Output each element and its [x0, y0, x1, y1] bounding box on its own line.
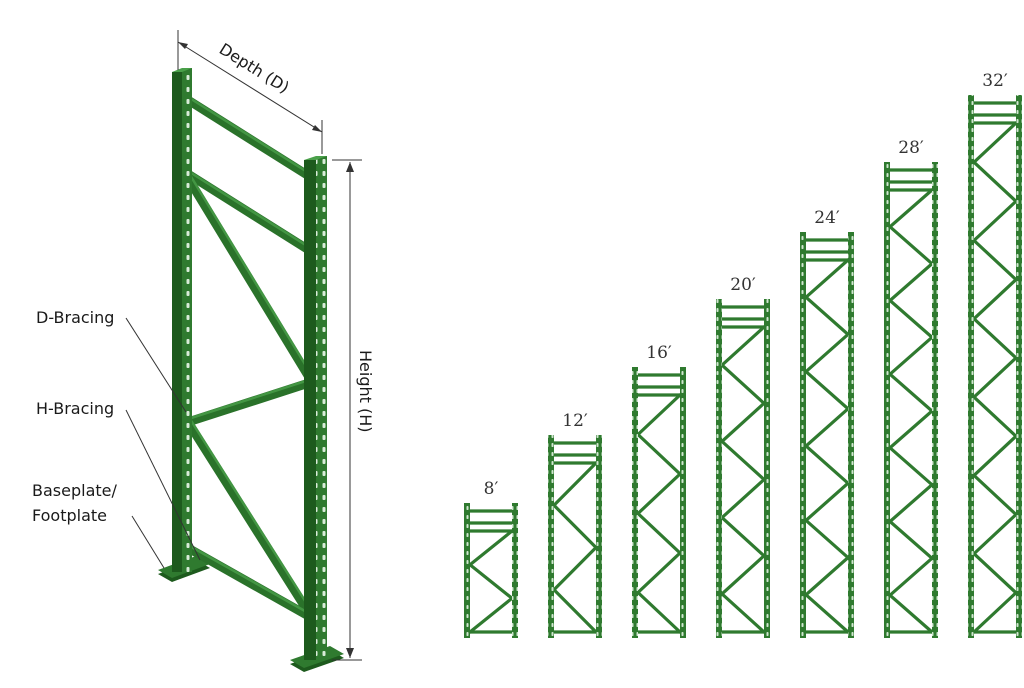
frame-0: 8′: [464, 479, 518, 638]
frame-upright-right: [512, 503, 518, 638]
frame-upright-left: [548, 435, 554, 638]
h-bracing-label: H-Bracing: [36, 399, 114, 418]
frame-upright-left: [884, 162, 890, 638]
frame-upright-right: [932, 162, 938, 638]
h-bracing-leader: [125, 409, 201, 561]
height-dimension: [332, 159, 362, 661]
frame-upright-left: [716, 299, 722, 638]
d-brace-lower: [183, 417, 317, 623]
frame-3: 20′: [716, 275, 770, 638]
d-bracing-label: D-Bracing: [36, 308, 114, 327]
frame-upright-left: [968, 95, 974, 638]
h-brace-top: [183, 95, 317, 183]
frame-bracing: [719, 305, 767, 634]
isometric-frame: Depth (D) Height (H) D-Bracing H-Bracing…: [32, 30, 375, 672]
frame-height-label: 16′: [646, 343, 672, 363]
baseplate-label-line1: Baseplate/: [32, 481, 117, 500]
frame-height-label: 8′: [484, 479, 499, 499]
height-label: Height (H): [356, 350, 375, 433]
frame-upright-right: [1016, 95, 1022, 638]
frame-height-series: 8′ 12′ 16′ 20′ 24′ 28′ 32′: [464, 71, 1022, 638]
frame-height-label: 24′: [814, 208, 840, 228]
frame-height-label: 20′: [730, 275, 756, 295]
frame-bracing: [467, 509, 515, 634]
frame-braces: [183, 95, 317, 623]
frame-6: 32′: [968, 71, 1022, 638]
baseplate-label-line2: Footplate: [32, 506, 107, 525]
h-brace-bottom: [183, 543, 317, 623]
frame-upright-right: [680, 367, 686, 638]
frame-upright-right: [596, 435, 602, 638]
frame-4: 24′: [800, 208, 854, 638]
frame-height-label: 32′: [982, 71, 1008, 91]
frame-height-label: 12′: [562, 411, 588, 431]
h-brace-middle: [183, 377, 317, 427]
h-brace-upper: [183, 169, 317, 257]
frame-2: 16′: [632, 343, 686, 638]
frame-upright-left: [800, 232, 806, 638]
frame-bracing: [971, 101, 1019, 634]
frame-upright-left: [632, 367, 638, 638]
frame-1: 12′: [548, 411, 602, 638]
d-bracing-leader: [125, 317, 187, 413]
upright-front: [304, 156, 327, 660]
frame-upright-left: [464, 503, 470, 638]
depth-label: Depth (D): [216, 39, 293, 97]
frame-upright-right: [848, 232, 854, 638]
frame-upright-right: [764, 299, 770, 638]
baseplate-leader: [131, 515, 165, 569]
frame-height-label: 28′: [898, 138, 924, 158]
frame-bracing: [635, 373, 683, 634]
frame-5: 28′: [884, 138, 938, 638]
d-brace-upper: [183, 173, 317, 387]
frame-bracing: [887, 168, 935, 634]
frame-bracing: [551, 441, 599, 634]
upright-back: [172, 68, 192, 572]
depth-dimension: [177, 30, 323, 154]
frame-bracing: [803, 238, 851, 634]
